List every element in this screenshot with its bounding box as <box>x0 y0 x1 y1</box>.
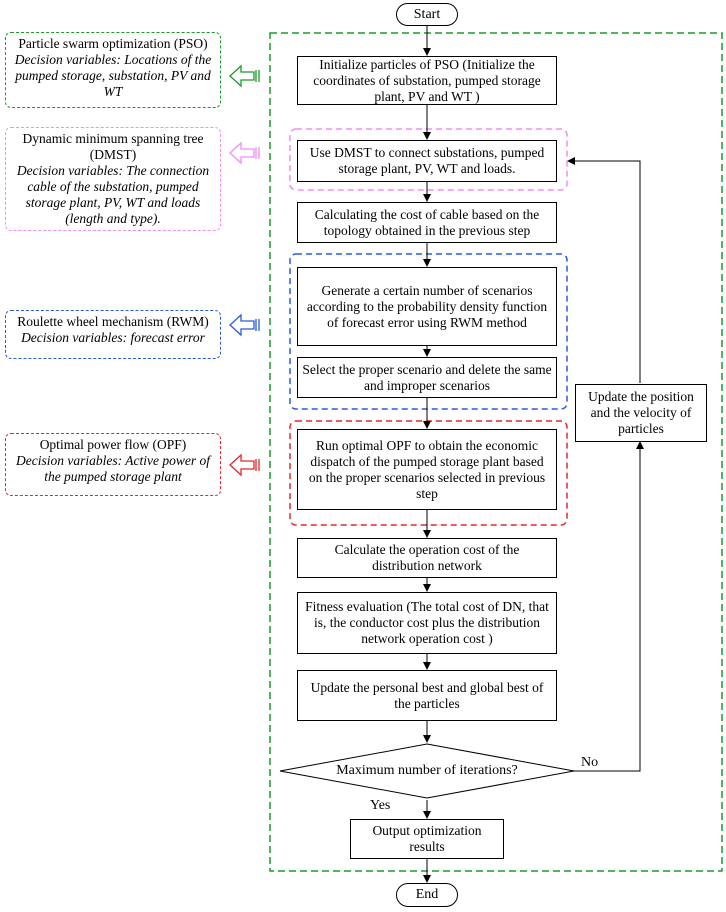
legend-rwm: Roulette wheel mechanism (RWM) Decision … <box>5 310 221 359</box>
legend-dmst-name: Dynamic minimum spanning tree (DMST) <box>22 131 204 162</box>
legend-dmst-desc: Decision variables: The connection cable… <box>10 163 216 227</box>
step-fitness-evaluation: Fitness evaluation (The total cost of DN… <box>297 592 557 654</box>
end-terminal: End <box>396 883 458 907</box>
pso-hollow-arrow-icon <box>229 64 260 88</box>
legend-pso: Particle swarm optimization (PSO) Decisi… <box>5 32 221 108</box>
step-generate-scenarios: Generate a certain number of scenarios a… <box>297 267 557 346</box>
step-output-results: Output optimization results <box>350 819 504 859</box>
legend-dmst-desc-body: : The connection cable of the substation… <box>25 163 210 226</box>
dmst-hollow-arrow-icon <box>229 141 260 165</box>
rwm-hollow-arrow-icon <box>229 313 260 337</box>
legend-rwm-desc: Decision variables: forecast error <box>10 330 216 346</box>
start-terminal: Start <box>396 3 458 26</box>
legend-pso-desc: Decision variables: Locations of the pum… <box>10 52 216 100</box>
legend-opf-desc: Decision variables: Active power of the … <box>10 453 216 485</box>
legend-pso-desc-body: : Locations of the pumped storage, subst… <box>15 52 212 99</box>
legend-opf: Optimal power flow (OPF) Decision variab… <box>5 433 221 496</box>
legend-rwm-desc-body: : forecast error <box>122 330 205 345</box>
outer-process-frame <box>269 32 723 872</box>
legend-dmst: Dynamic minimum spanning tree (DMST) Dec… <box>5 127 221 231</box>
legend-rwm-desc-prefix: Decision variables <box>21 330 123 345</box>
decision-diamond <box>279 743 575 799</box>
legend-opf-desc-body: : Active power of the pumped storage pla… <box>44 453 210 484</box>
dmst-group-frame <box>289 128 568 191</box>
yes-label: Yes <box>370 798 391 813</box>
step-update-best: Update the personal best and global best… <box>297 670 557 721</box>
step-initialize-particles: Initialize particles of PSO (Initialize … <box>297 56 557 105</box>
no-label: No <box>581 755 599 770</box>
legend-rwm-name: Roulette wheel mechanism (RWM) <box>17 314 209 329</box>
legend-opf-name: Optimal power flow (OPF) <box>39 437 187 452</box>
legend-opf-desc-prefix: Decision variables <box>16 453 118 468</box>
connector-no-loop-to-update <box>574 441 644 772</box>
connector-update-loop-to-dmst <box>567 157 641 383</box>
step-run-opf: Run optimal OPF to obtain the economic d… <box>297 429 557 510</box>
step-select-scenario: Select the proper scenario and delete th… <box>297 357 557 398</box>
step-operation-cost: Calculate the operation cost of the dist… <box>297 538 557 578</box>
rwm-group-frame <box>289 253 568 410</box>
step-cable-cost: Calculating the cost of cable based on t… <box>297 202 557 243</box>
step-dmst-connect: Use DMST to connect substations, pumped … <box>297 140 557 182</box>
legend-dmst-desc-prefix: Decision variables <box>16 163 119 178</box>
opf-hollow-arrow-icon <box>229 453 260 477</box>
step-update-position: Update the position and the velocity of … <box>575 384 707 442</box>
legend-pso-desc-prefix: Decision variables <box>14 52 117 67</box>
decision-label: Maximum number of iterations? <box>336 763 518 778</box>
legend-pso-name: Particle swarm optimization (PSO) <box>18 36 208 51</box>
